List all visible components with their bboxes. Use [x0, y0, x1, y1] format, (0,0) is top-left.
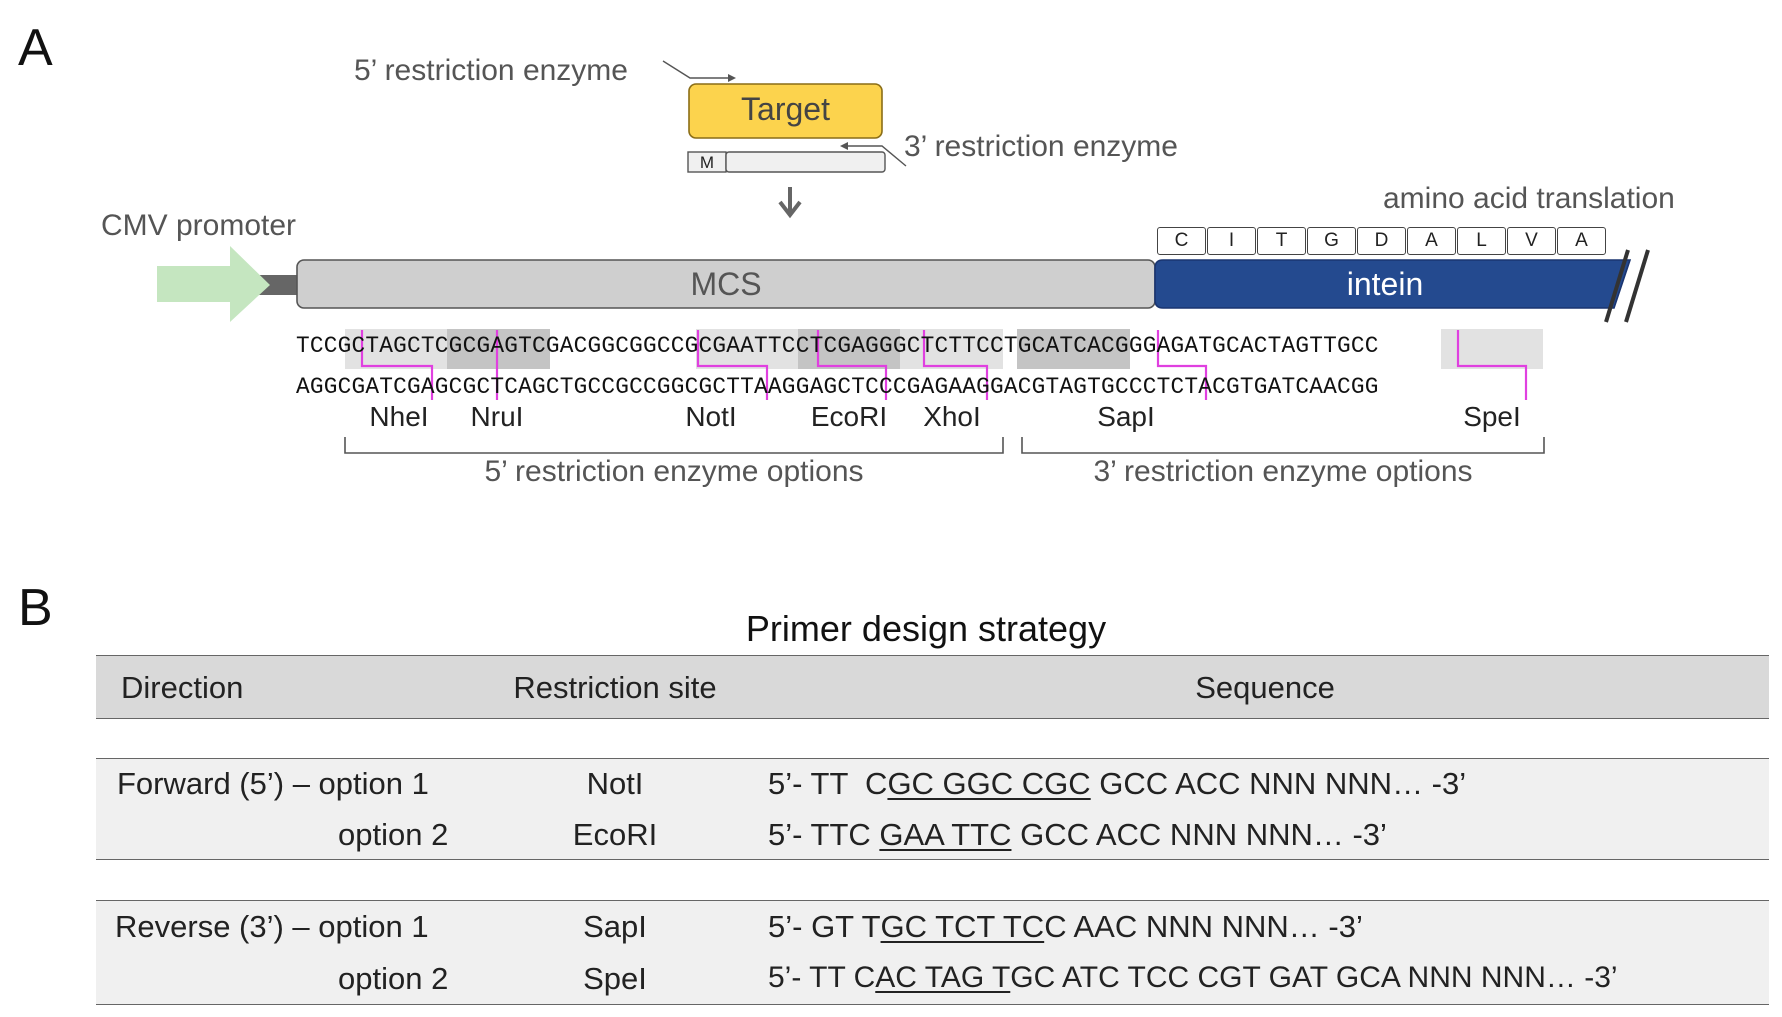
fwd-option1-direction: Forward (5’) – option 1	[117, 766, 429, 801]
panel-a-letter: A	[18, 19, 53, 77]
header-restriction-site: Restriction site	[513, 670, 717, 705]
enzyme-label-noti: NotI	[685, 401, 737, 432]
cmv-promoter-label: CMV promoter	[101, 209, 297, 242]
ecori-cut-line	[816, 330, 888, 400]
rev-option1-seq-pre: 5’- GT T	[768, 909, 881, 944]
rev-option2-seq-post: GC ATC TCC CGT GAT GCA NNN NNN… -3’	[1010, 961, 1618, 994]
rev-option2-seq-site: AC TAG T	[875, 961, 1011, 994]
aa-box-d: D	[1357, 227, 1406, 255]
noti-site-shade	[696, 329, 799, 369]
xhoi-site-shade	[900, 329, 1003, 369]
sapi-cut-line	[1156, 330, 1208, 400]
enzyme-label-nhei: NheI	[369, 401, 429, 432]
aa-box-c: C	[1157, 227, 1206, 255]
intein-label: intein	[1346, 266, 1424, 302]
m-tag-label: M	[699, 153, 715, 172]
fwd-option1-seq-pre: 5’- TT C	[768, 766, 888, 801]
enzyme-label-spei: SpeI	[1463, 401, 1521, 432]
insert-down-arrow-head	[778, 200, 802, 219]
break-mark-2	[1624, 249, 1650, 323]
three-prime-options-label: 3’ restriction enzyme options	[1093, 455, 1473, 488]
table-header-row	[96, 655, 1769, 719]
five-prime-options-bracket	[344, 437, 1004, 454]
nhei-cut-line	[360, 330, 434, 400]
spei-cut-line	[1456, 330, 1528, 400]
enzyme-label-nrui: NruI	[470, 401, 524, 432]
five-prime-options-label: 5’ restriction enzyme options	[484, 455, 864, 488]
enzyme-label-ecori: EcoRI	[810, 401, 888, 432]
fwd-option2-seq-site: GAA TTC	[879, 817, 1012, 852]
promoter-stem	[258, 275, 298, 295]
rev-option1-seq-post: C AAC NNN NNN… -3’	[1044, 909, 1363, 944]
fwd-option2-seq-post: GCC ACC NNN NNN… -3’	[1011, 817, 1387, 852]
aa-box-a1: A	[1407, 227, 1456, 255]
rev-option2-seq-pre: 5’- TT C	[768, 961, 876, 994]
panel-b-letter: B	[18, 579, 53, 637]
aa-box-i: I	[1207, 227, 1256, 255]
header-sequence: Sequence	[1195, 670, 1335, 705]
five-prime-pointer-head	[728, 74, 736, 82]
rev-option1-sequence: 5’- GT TGC TCT TCC AAC NNN NNN… -3’	[768, 909, 1363, 945]
rev-option1-site: SapI	[583, 909, 647, 944]
fwd-option1-seq-post: GCC ACC NNN NNN… -3’	[1090, 766, 1467, 801]
aa-box-a2: A	[1557, 227, 1606, 255]
forward-group	[96, 758, 1769, 860]
nrui-site-shade	[447, 329, 550, 369]
fwd-option2-seq-pre: 5’- TTC	[768, 817, 880, 852]
panel-a-graphics	[157, 60, 1650, 454]
dna-top-strand: TCCGCTAGCTCGCGAGTCGACGGCGGCCGCGAATTCCTCG…	[296, 333, 1379, 359]
rev-option2-direction: option 2	[338, 961, 449, 996]
ecori-site-shade	[798, 329, 901, 369]
three-prime-pointer	[848, 145, 907, 167]
aa-box-l: L	[1457, 227, 1506, 255]
rev-option1-seq-site: GC TCT TC	[880, 909, 1045, 944]
fwd-option2-direction: option 2	[338, 817, 449, 852]
enzyme-label-xhoi: XhoI	[923, 401, 981, 432]
mcs-label: MCS	[690, 266, 762, 302]
aa-translation-label: amino acid translation	[1383, 182, 1675, 215]
intein-bar	[1154, 259, 1632, 309]
aa-box-v: V	[1507, 227, 1556, 255]
cmv-promoter-arrow	[157, 246, 270, 322]
rev-option2-site: SpeI	[583, 961, 647, 996]
sapi-site-shade	[1017, 329, 1130, 369]
target-box	[688, 83, 883, 139]
enzyme-label-sapi: SapI	[1097, 401, 1155, 432]
aa-box-g: G	[1307, 227, 1356, 255]
five-prime-pointer	[662, 60, 728, 79]
rev-option2-sequence: 5’- TT CAC TAG TGC ATC TCC CGT GAT GCA N…	[768, 961, 1618, 995]
spei-site-shade	[1441, 329, 1543, 369]
target-strand-box	[725, 151, 886, 173]
three-prime-pointer-head	[840, 142, 848, 150]
dna-bottom-strand: AGGCGATCGAGCGCTCAGCTGCCGCCGGCGCTTAAGGAGC…	[296, 374, 1379, 400]
xhoi-cut-line	[922, 330, 989, 400]
break-mark-1	[1604, 249, 1630, 323]
primer-table-title: Primer design strategy	[745, 608, 1107, 649]
reverse-group	[96, 900, 1769, 1005]
fwd-option2-site: EcoRI	[572, 817, 658, 852]
noti-cut-line	[696, 330, 769, 400]
fwd-option1-sequence: 5’- TT CGC GGC CGC GCC ACC NNN NNN… -3’	[768, 766, 1466, 802]
fwd-option1-site: NotI	[586, 766, 644, 801]
fwd-option1-seq-site: GC GGC CGC	[887, 766, 1091, 801]
three-prime-options-bracket	[1021, 437, 1545, 454]
target-label: Target	[741, 91, 830, 127]
five-prime-enzyme-label: 5’ restriction enzyme	[354, 54, 628, 87]
three-prime-enzyme-label: 3’ restriction enzyme	[904, 130, 1178, 163]
rev-option1-direction: Reverse (3’) – option 1	[115, 909, 429, 944]
aa-box-t: T	[1257, 227, 1306, 255]
header-direction: Direction	[121, 670, 244, 705]
fwd-option2-sequence: 5’- TTC GAA TTC GCC ACC NNN NNN… -3’	[768, 817, 1387, 853]
